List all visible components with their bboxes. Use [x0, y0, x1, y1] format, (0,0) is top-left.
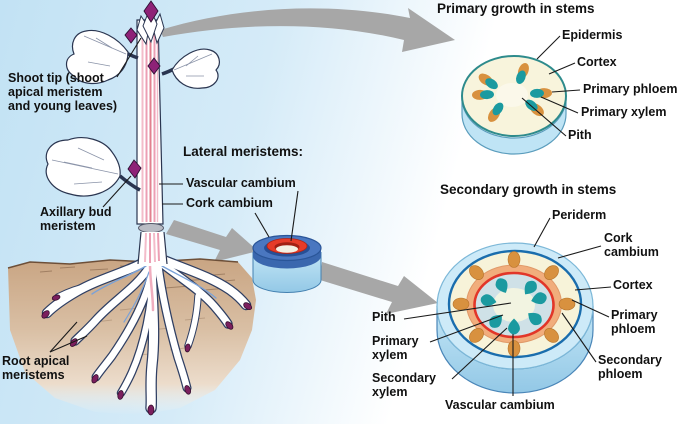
primary-phloem-bumps: [452, 251, 576, 357]
label-root-apical-meristems: Root apical meristems: [2, 354, 70, 382]
label-axillary-bud-meristem: Axillary bud meristem: [40, 205, 112, 233]
label-pith-primary: Pith: [568, 128, 592, 142]
pith-area-secondary: [493, 288, 535, 322]
pith-area: [496, 83, 528, 107]
primary-growth-arrow-icon: [160, 8, 455, 52]
label-cork-cambium: Cork cambium: [186, 196, 273, 210]
stem: [136, 19, 168, 266]
label-cortex-secondary: Cortex: [613, 278, 653, 292]
stem-cut-band: [138, 223, 164, 233]
buds: [124, 0, 165, 179]
primary-stem-cross-section: [461, 55, 567, 155]
cut-section-arrow-icon: [166, 220, 258, 262]
secondary-stem-cross-section: [436, 242, 594, 394]
label-primary-xylem: Primary xylem: [581, 105, 667, 119]
leaf-upper-left: [65, 29, 129, 85]
title-primary-growth: Primary growth in stems: [437, 1, 595, 16]
label-vascular-cambium: Vascular cambium: [186, 176, 296, 190]
label-secondary-xylem: Secondary xylem: [372, 371, 436, 399]
lateral-meristem-cylinder: [252, 234, 322, 293]
axillary-bud: [127, 159, 142, 179]
label-vascular-cambium-secondary: Vascular cambium: [445, 398, 555, 412]
primary-xylem-shapes: [480, 278, 547, 335]
secondary-growth-arrow-icon: [320, 262, 438, 314]
pointer-lines: [49, 35, 612, 396]
label-shoot-tip: Shoot tip (shoot apical meristem and you…: [8, 71, 118, 113]
label-secondary-phloem: Secondary phloem: [598, 353, 662, 381]
label-primary-phloem: Primary phloem: [583, 82, 678, 96]
root-tip-caps: [41, 294, 253, 416]
leaves: [45, 29, 220, 197]
plant-illustration: [41, 0, 253, 416]
vascular-bundles: [472, 62, 552, 122]
heading-lateral-meristems: Lateral meristems:: [183, 144, 304, 159]
label-periderm: Periderm: [552, 208, 607, 222]
title-secondary-growth: Secondary growth in stems: [440, 182, 617, 197]
label-primary-xylem-secondary: Primary xylem: [372, 334, 419, 362]
leaf-right: [171, 48, 220, 89]
label-primary-phloem-secondary: Primary phloem: [611, 308, 658, 336]
label-epidermis: Epidermis: [562, 28, 623, 42]
label-pith-secondary: Pith: [372, 310, 396, 324]
label-cortex-primary: Cortex: [577, 55, 617, 69]
label-cork-cambium-secondary: Cork cambium: [604, 231, 659, 259]
roots: [41, 252, 253, 416]
terminal-bud: [143, 0, 159, 23]
